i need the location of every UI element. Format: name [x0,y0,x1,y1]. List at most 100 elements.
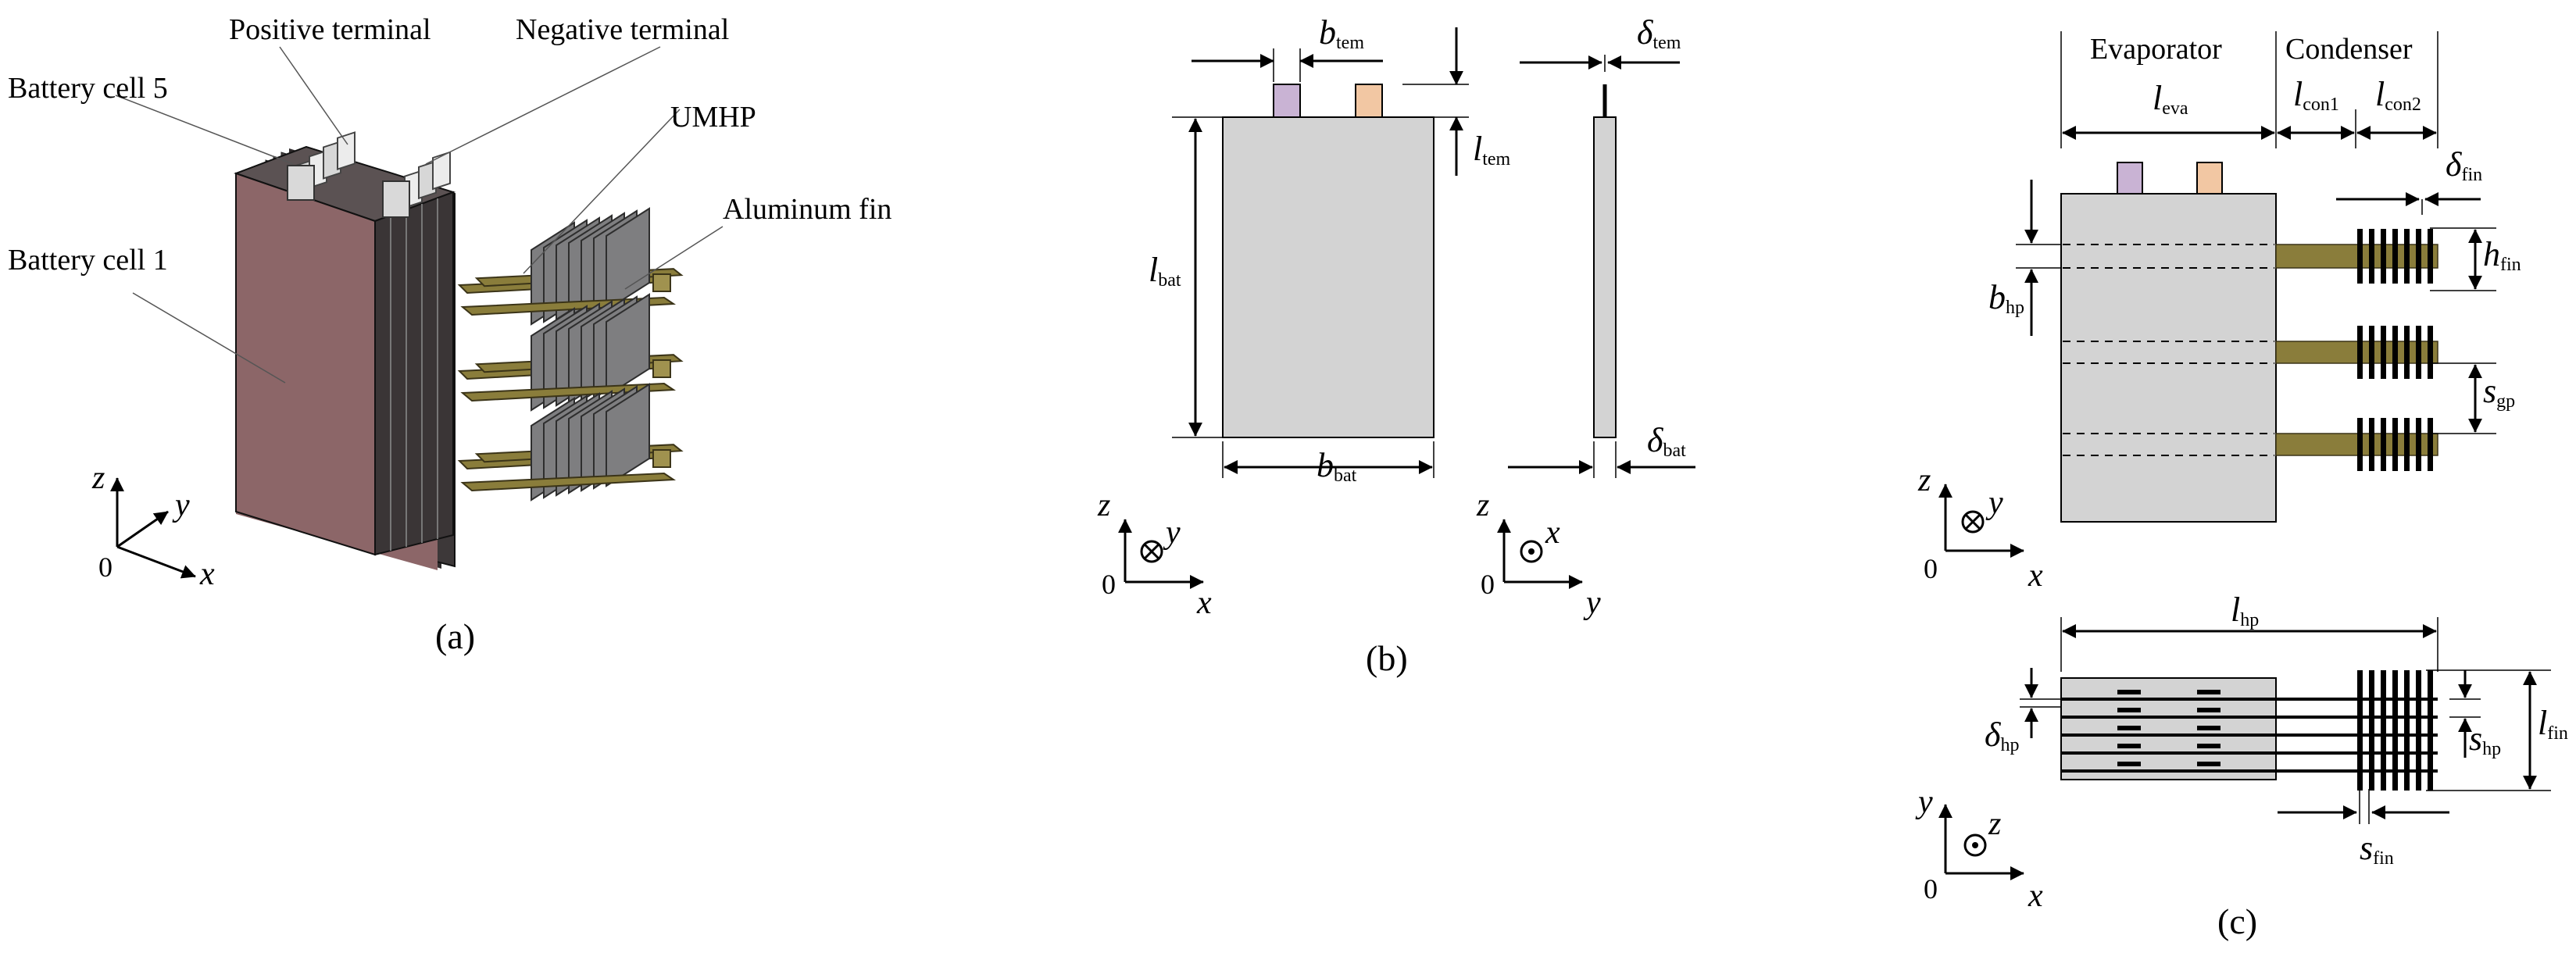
axis-x: x [199,556,215,592]
axis-origin: 0 [98,551,113,583]
fin-top-view [2369,326,2374,379]
heat-pipe-condenser [2275,244,2438,269]
dim-delta-hp: δhp [1985,716,2019,755]
terminal-mark [2117,708,2141,712]
dim-s-gp: sgp [2483,372,2515,412]
battery-side [374,191,454,556]
fin-top-view [2381,418,2386,471]
fin-top-view [2357,418,2363,471]
fin-side-view [2369,670,2374,791]
battery-side-view [1593,116,1617,438]
negative-terminal [382,151,451,218]
axis-b-x: x [1196,585,1212,621]
axis-b-z: z [1097,487,1110,523]
fin-top-view [2381,229,2386,284]
axis-b2-z: z [1476,487,1489,523]
dim-l-bat: lbat [1149,251,1181,291]
fin-top-view [2381,326,2386,379]
fin-top-view [2428,418,2433,471]
axis-b-origin: 0 [1102,569,1116,600]
terminal-mark [2117,762,2141,766]
heat-pipes-top [2063,229,2438,471]
fin-top-view [2369,418,2374,471]
fin-top-view [2404,418,2410,471]
dim-delta-fin: δfin [2446,145,2482,185]
dim-l-con2: lcon2 [2375,75,2421,115]
axis-b-y: y [1163,515,1181,551]
fin-side-view [2392,670,2398,791]
dim-l-fin: lfin [2538,704,2568,744]
axis-y: y [172,487,190,523]
axis-b2-origin: 0 [1481,569,1495,600]
dim-l-eva: leva [2153,79,2188,119]
axis-c2-origin: 0 [1924,873,1938,905]
dim-s-hp: shp [2469,719,2501,759]
axis-b2-x: x [1545,515,1560,551]
axes-b-front: z y x 0 [1097,487,1212,621]
fin-top-view [2416,326,2421,379]
terminal-mark [2117,726,2141,730]
battery-front-view [1222,116,1434,438]
heat-pipe-end [652,273,671,292]
fin-top-view [2369,229,2374,284]
terminal-mark [2197,726,2221,730]
fin-top-view [2404,326,2410,379]
fin-side-view [2404,670,2410,791]
heat-pipe-end [652,359,671,378]
fin-top-view [2416,418,2421,471]
evaporator-bottom-view [2060,677,2277,780]
fin-side-view [2357,670,2363,791]
dim-l-con1: lcon1 [2293,75,2339,115]
fin-top-view [2428,326,2433,379]
fin-side-view [2428,670,2433,791]
axis-c2-x: x [2028,878,2043,914]
leader-lines [115,46,723,384]
fin-top-view [2357,229,2363,284]
terminal-mark [2117,744,2141,748]
fin-top-view [2392,326,2398,379]
axes-c-top: z y x 0 [1917,462,2043,594]
terminal-negative-c [2196,162,2223,195]
fin-side-view [2381,670,2386,791]
fin-top-view [2428,229,2433,284]
fin-top-view [2392,418,2398,471]
heat-pipe-end [652,449,671,468]
label-battery-cell-5: Battery cell 5 [8,72,168,105]
heat-pipe-condenser [2275,433,2438,456]
terminal-mark [2197,762,2221,766]
heat-pipe [460,472,677,492]
terminal-positive-b [1273,84,1301,118]
terminal-negative-b [1355,84,1383,118]
fin-side-view [2416,670,2421,791]
axes-a: z y x 0 [91,460,215,592]
label-condenser: Condenser [2285,33,2413,66]
terminal-positive-c [2117,162,2143,195]
axis-b2-y: y [1583,585,1601,621]
panel-c: Evaporator Condenser leva lcon1 lcon2 δf… [1915,31,2568,941]
panel-a: Positive terminal Negative terminal Batt… [8,13,891,656]
dim-b-tem: btem [1319,13,1364,53]
terminal-mark [2197,690,2221,694]
label-battery-cell-1: Battery cell 1 [8,244,168,277]
axis-c2-z: z [1988,806,2001,842]
dim-h-fin: hfin [2483,235,2521,275]
fin-top-view [2416,229,2421,284]
dim-delta-tem: δtem [1637,13,1681,53]
dim-b-bat: bbat [1317,446,1357,486]
aluminum-fin [606,293,650,398]
label-positive-terminal: Positive terminal [229,13,431,46]
caption-a: (a) [435,616,475,656]
heat-pipe [460,382,677,402]
dim-s-fin: sfin [2360,829,2394,869]
fin-top-view [2392,229,2398,284]
dim-b-hp: bhp [1988,278,2024,318]
dim-delta-bat: δbat [1647,421,1686,461]
axis-c-y: y [1985,485,2003,521]
heat-pipes-bottom [2061,670,2438,791]
caption-c: (c) [2217,901,2257,941]
heat-pipe-condenser [2275,341,2438,364]
axis-c2-y: y [1915,784,1933,820]
label-umhp: UMHP [670,101,756,134]
axes-c-bottom: y z x 0 [1915,784,2043,914]
